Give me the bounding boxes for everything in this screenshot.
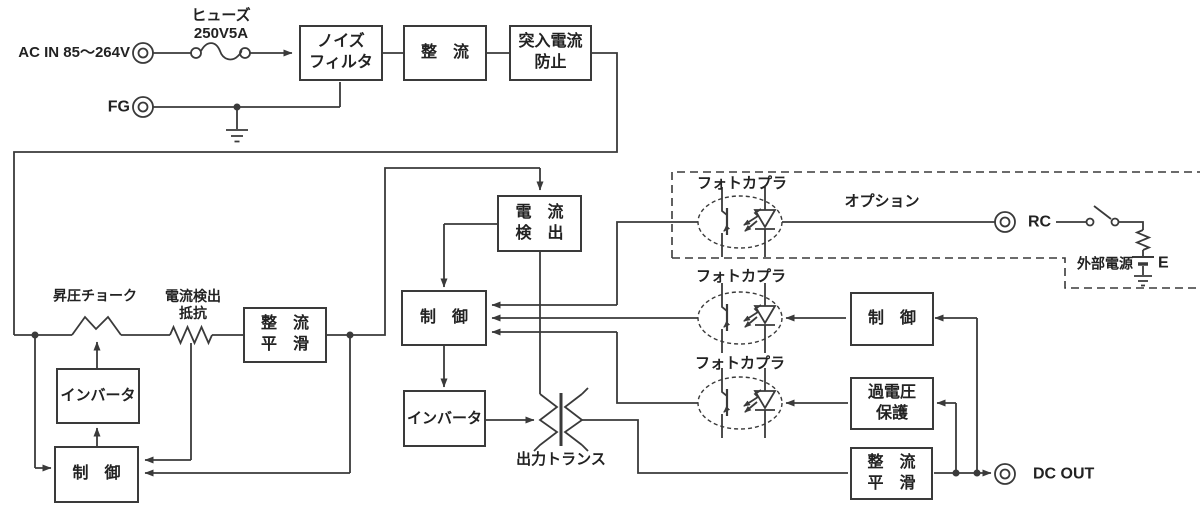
- sense-resistor-symbol: [169, 324, 213, 346]
- block-noise-filter: ノイズ フィルタ: [299, 25, 383, 81]
- option-label: オプション: [844, 193, 920, 210]
- photocoupler-3-symbol: [697, 368, 783, 438]
- external-resistor-symbol: [1134, 229, 1152, 256]
- block-overvoltage-protection: 過電圧 保護: [850, 377, 934, 430]
- boost-choke-label: 昇圧チョーク: [53, 287, 137, 304]
- ac-in-label: AC IN 85〜264V: [18, 44, 130, 61]
- ac-in-terminal: [132, 42, 154, 64]
- block-inrush-limiter: 突入電流 防止: [509, 25, 592, 81]
- rc-terminal: [994, 211, 1016, 233]
- photocoupler-1-label: フォトカプラ: [696, 175, 788, 192]
- ground-symbol: [226, 109, 248, 143]
- block-control-left: 制 御: [54, 446, 139, 503]
- block-current-detect: 電 流 検 出: [497, 195, 582, 252]
- sense-resistor-label: 電流検出 抵抗: [165, 288, 221, 321]
- dc-out-terminal: [994, 463, 1016, 485]
- photocoupler-2-symbol: [697, 283, 783, 353]
- block-rectify-smooth-left: 整 流 平 滑: [243, 307, 327, 363]
- photocoupler-2-label: フォトカプラ: [695, 268, 787, 285]
- option-dashed-box: [671, 171, 1200, 289]
- block-control-center: 制 御: [401, 290, 487, 346]
- rc-label: RC: [1028, 213, 1052, 231]
- photocoupler-1-symbol: [697, 187, 783, 257]
- block-rectify-smooth-right: 整 流 平 滑: [850, 447, 933, 500]
- external-power-label: 外部電源: [1077, 255, 1133, 272]
- block-inverter-left: インバータ: [56, 368, 140, 424]
- battery-symbol: [1132, 256, 1154, 287]
- block-rectifier: 整 流: [403, 25, 487, 81]
- fuse-label: ヒューズ 250V5A: [191, 7, 251, 42]
- photocoupler-3-label: フォトカプラ: [694, 355, 786, 372]
- fuse-symbol: [190, 42, 251, 61]
- dc-out-label: DC OUT: [1033, 465, 1095, 483]
- remote-switch-symbol: [1056, 205, 1144, 230]
- block-control-right: 制 御: [850, 292, 934, 346]
- output-transformer-symbol: [533, 387, 589, 452]
- fg-terminal: [132, 96, 154, 118]
- output-transformer-label: 出力トランス: [516, 451, 606, 468]
- boost-choke-symbol: [71, 315, 122, 336]
- e-label: E: [1158, 254, 1169, 272]
- block-inverter-center: インバータ: [403, 390, 486, 447]
- fg-label: FG: [107, 98, 130, 116]
